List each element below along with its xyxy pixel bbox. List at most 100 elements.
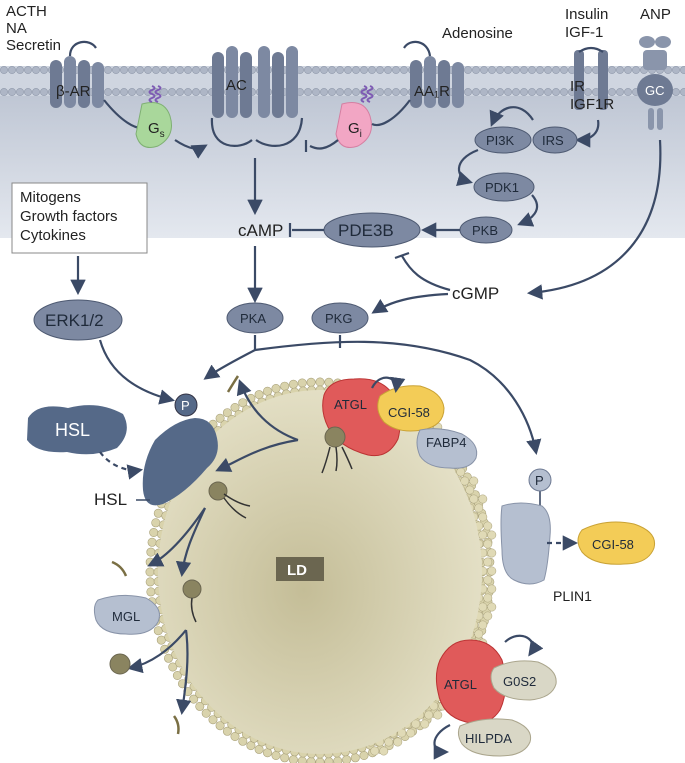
g0s2-label: G0S2 bbox=[503, 674, 536, 689]
pde3b-node: PDE3B bbox=[323, 212, 421, 248]
ld-shell-bead bbox=[147, 537, 157, 547]
ld-shell-bead bbox=[153, 508, 163, 518]
beta-ar-label: β-AR bbox=[56, 83, 91, 100]
atgl-top-label: ATGL bbox=[334, 397, 367, 412]
membrane-head-bead bbox=[544, 88, 552, 96]
cgi58-free-protein bbox=[577, 521, 656, 565]
hsl-phospho bbox=[174, 393, 198, 417]
membrane-head-bead bbox=[200, 66, 208, 74]
pka-to-plin1-arrow bbox=[254, 340, 542, 456]
gs-to-ac-arrow bbox=[174, 139, 208, 159]
ld-shell-bead bbox=[146, 547, 156, 557]
cgi58-free-label: CGI-58 bbox=[592, 537, 634, 552]
membrane-head-bead bbox=[616, 88, 624, 96]
ir-receptor bbox=[574, 46, 608, 110]
membrane-head-bead bbox=[344, 88, 352, 96]
svg-text:PKA: PKA bbox=[240, 311, 266, 326]
membrane-head-bead bbox=[144, 88, 152, 96]
fatty-acid-fragments bbox=[111, 375, 240, 735]
mitogen-label-3: Cytokines bbox=[20, 227, 86, 244]
ld-surface-bead bbox=[483, 557, 493, 567]
ld-shell-bead bbox=[280, 753, 290, 763]
gs-label: Gs bbox=[148, 120, 165, 140]
membrane-head-bead bbox=[560, 88, 568, 96]
membrane-head-bead bbox=[32, 88, 40, 96]
membrane-head-bead bbox=[8, 88, 16, 96]
hsl-bound-label: HSL bbox=[94, 490, 127, 509]
ac-label: AC bbox=[226, 77, 247, 94]
ld-shell-bead bbox=[156, 635, 166, 645]
membrane-head-bead bbox=[584, 66, 592, 74]
membrane-head-bead bbox=[384, 88, 392, 96]
pi3k-node: PI3K bbox=[474, 126, 532, 154]
membrane-head-bead bbox=[536, 66, 544, 74]
membrane-head-bead bbox=[488, 66, 496, 74]
ld-surface-bead bbox=[483, 521, 493, 531]
membrane-head-bead bbox=[304, 88, 312, 96]
membrane-head-bead bbox=[616, 66, 624, 74]
ld-surface-bead bbox=[393, 737, 403, 747]
ld-shell-bead bbox=[149, 527, 159, 537]
ld-shell-bead bbox=[288, 755, 298, 763]
ld-surface-bead bbox=[478, 530, 488, 540]
membrane-head-bead bbox=[512, 66, 520, 74]
membrane-head-bead bbox=[120, 88, 128, 96]
membrane-head-bead bbox=[360, 66, 368, 74]
membrane-head-bead bbox=[312, 88, 320, 96]
membrane-head-bead bbox=[24, 66, 32, 74]
ld-surface-bead bbox=[487, 548, 497, 558]
ld-shell-bead bbox=[153, 626, 163, 636]
membrane-head-bead bbox=[504, 88, 512, 96]
membrane-head-bead bbox=[0, 88, 8, 96]
ld-surface-bead bbox=[370, 746, 380, 756]
plin1-protein bbox=[500, 502, 551, 585]
membrane-head-bead bbox=[344, 66, 352, 74]
membrane-head-bead bbox=[200, 88, 208, 96]
hilpda-label: HILPDA bbox=[465, 731, 512, 746]
ld-shell-bead bbox=[306, 377, 316, 387]
membrane-head-bead bbox=[168, 88, 176, 96]
ld-surface-bead bbox=[478, 512, 488, 522]
ligand-igf1: IGF-1 bbox=[565, 24, 603, 41]
ligand-acth: ACTH bbox=[6, 3, 47, 20]
membrane-head-bead bbox=[520, 66, 528, 74]
svg-text:PDE3B: PDE3B bbox=[338, 221, 394, 240]
membrane-head-bead bbox=[176, 66, 184, 74]
hilpda-protein bbox=[457, 718, 532, 757]
ld-label: LD bbox=[287, 562, 307, 579]
ld-shell-bead bbox=[342, 755, 352, 763]
membrane-head-bead bbox=[24, 88, 32, 96]
ld-shell-bead bbox=[333, 756, 343, 763]
ld-shell-bead bbox=[238, 398, 248, 408]
membrane-head-bead bbox=[176, 88, 184, 96]
ligand-na: NA bbox=[6, 20, 27, 37]
gs-lipid-anchor bbox=[148, 85, 162, 103]
hsl-free-protein bbox=[27, 405, 127, 455]
mgl-label: MGL bbox=[112, 609, 140, 624]
membrane-head-bead bbox=[312, 66, 320, 74]
ld-shell-bead bbox=[262, 386, 272, 396]
fabp4-protein bbox=[416, 428, 478, 469]
irs-to-pi3k-arrow bbox=[489, 106, 534, 127]
ld-shell-bead bbox=[151, 518, 161, 528]
svg-text:PKB: PKB bbox=[472, 223, 498, 238]
ld-surface-bead bbox=[478, 602, 488, 612]
membrane-head-bead bbox=[104, 66, 112, 74]
g0s2-protein bbox=[490, 660, 557, 701]
membrane-head-bead bbox=[584, 88, 592, 96]
ld-shell-bead bbox=[222, 408, 232, 418]
membrane-head-bead bbox=[112, 88, 120, 96]
gi-lipid-anchor bbox=[360, 85, 374, 103]
membrane-head-bead bbox=[352, 88, 360, 96]
gs-protein bbox=[135, 102, 172, 148]
mgl-protein bbox=[93, 594, 160, 635]
membrane-head-bead bbox=[16, 88, 24, 96]
ld-surface-bead bbox=[420, 719, 430, 729]
gi-inhibit-ac bbox=[309, 139, 339, 150]
pka-node: PKA bbox=[226, 302, 284, 334]
membrane-head-bead bbox=[680, 88, 685, 96]
ld-shell-bead bbox=[271, 383, 281, 393]
atgl-bottom-protein bbox=[435, 639, 506, 724]
membrane-head-bead bbox=[128, 66, 136, 74]
membrane-head-bead bbox=[632, 66, 640, 74]
